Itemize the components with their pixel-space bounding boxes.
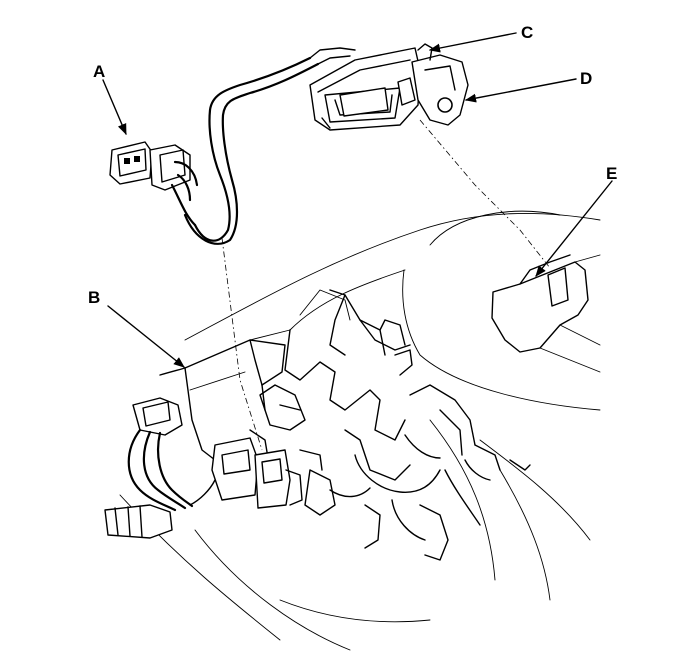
callout-b-label: B xyxy=(88,288,100,307)
dashboard-outline xyxy=(119,210,601,651)
callout-a-label: A xyxy=(93,62,105,81)
dashed-leaders xyxy=(221,119,551,451)
callout-c-label: C xyxy=(521,23,533,42)
main-harness xyxy=(183,47,356,245)
callout-e-arrow xyxy=(535,180,613,277)
switch-assembly-cd xyxy=(309,43,469,131)
connector-b xyxy=(211,437,303,509)
callout-a-arrow xyxy=(102,79,127,136)
steering-column xyxy=(491,254,601,373)
callout-c-arrow xyxy=(428,32,517,53)
central-bracket xyxy=(249,289,531,561)
callout-d-arrow xyxy=(464,78,577,103)
connector-a xyxy=(109,141,199,227)
callout-b-arrow xyxy=(107,305,185,368)
harness-b xyxy=(104,397,216,539)
callout-d-label: D xyxy=(580,69,592,88)
callout-arrows xyxy=(102,32,613,368)
callout-e-label: E xyxy=(606,164,617,183)
relay-bracket-b xyxy=(159,339,286,461)
